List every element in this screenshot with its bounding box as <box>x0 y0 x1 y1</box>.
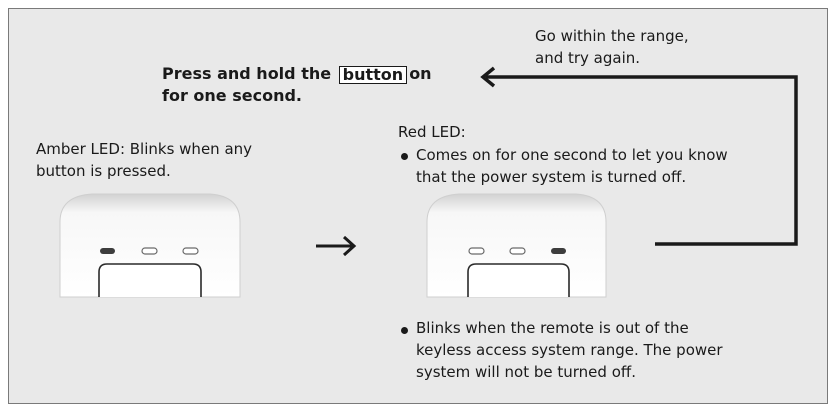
amber-led-indicator <box>100 248 115 254</box>
press-instruction-suffix: on <box>409 64 432 83</box>
red-led-title: Red LED: <box>398 123 466 141</box>
remote-fob-left <box>59 193 241 298</box>
press-instruction-text: Press and hold the <box>162 64 332 83</box>
out-of-range-line3: system will not be turned off. <box>416 363 636 381</box>
return-arrow-icon <box>480 66 798 246</box>
range-note-line1: Go within the range, <box>535 27 689 45</box>
led-indicator-left <box>468 247 485 255</box>
remote-fob-right <box>426 193 607 298</box>
red-led-bullet1-line2: that the power system is turned off. <box>416 168 687 186</box>
out-of-range-line2: keyless access system range. The power <box>416 341 723 359</box>
red-led-indicator <box>551 248 566 254</box>
fob-button-panel <box>98 263 202 297</box>
bullet-1 <box>401 153 408 160</box>
led-indicator-middle-right <box>509 247 526 255</box>
arrow-right-icon <box>316 235 357 257</box>
out-of-range-line1: Blinks when the remote is out of the <box>416 319 689 337</box>
press-instruction-line2: for one second. <box>162 86 302 105</box>
fob-button-panel-right <box>467 263 570 297</box>
bullet-2 <box>401 327 408 334</box>
red-led-bullet1-line1: Comes on for one second to let you know <box>416 146 728 164</box>
amber-led-line1: Amber LED: Blinks when any <box>36 140 253 158</box>
range-note-line2: and try again. <box>535 49 641 67</box>
led-indicator-right <box>182 247 199 255</box>
button-key-label: button <box>338 66 408 84</box>
led-indicator-middle <box>141 247 158 255</box>
amber-led-line2: button is pressed. <box>36 162 171 180</box>
